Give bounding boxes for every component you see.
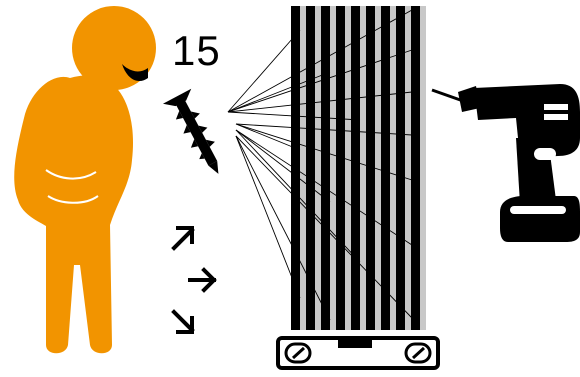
screw-guide-lines <box>227 9 413 321</box>
power-drill-icon <box>431 84 580 242</box>
arrow-up-right-icon <box>171 226 195 251</box>
arrow-right-icon <box>188 267 217 293</box>
screw-count-label: 15 <box>172 27 221 74</box>
screw-icon <box>162 88 219 174</box>
person-figure <box>14 6 156 354</box>
spirit-level-icon <box>276 336 440 370</box>
arrow-down-right-icon <box>171 309 195 334</box>
wall-panel <box>291 6 426 330</box>
